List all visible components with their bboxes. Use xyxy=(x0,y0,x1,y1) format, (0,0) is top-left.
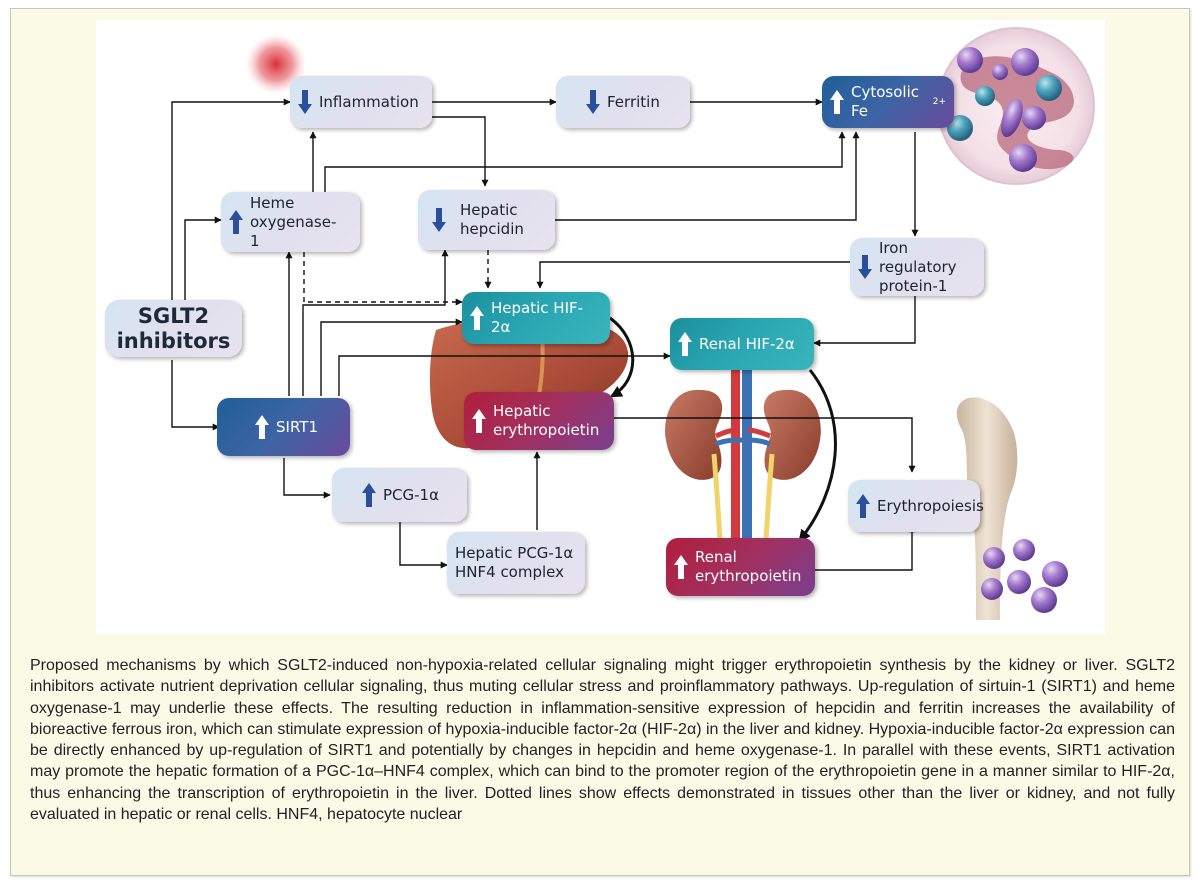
bone-illustration xyxy=(956,397,1068,620)
renal-hif-label: Renal HIF-2α xyxy=(699,334,795,353)
up-arrow-icon xyxy=(830,90,844,114)
sglt2-inhibitors-node: SGLT2 inhibitors xyxy=(105,300,242,357)
iron-cell-illustration xyxy=(937,27,1095,185)
ferritin-label: Ferritin xyxy=(607,92,660,111)
hepatic-erythropoietin-node: Hepatic erythropoietin xyxy=(464,392,614,450)
up-arrow-icon xyxy=(472,409,486,433)
hepatic-pcg-hnf4-complex-label: Hepatic PCG-1α HNF4 complex xyxy=(455,544,574,581)
inflammation-glow xyxy=(246,34,306,94)
pcg-node: PCG-1α xyxy=(332,468,467,522)
up-arrow-icon xyxy=(362,483,376,507)
hepatic-hepcidin-node: Hepatic hepcidin xyxy=(418,190,555,250)
erythropoiesis-node: Erythropoiesis xyxy=(848,480,984,532)
inflammation-label: Inflammation xyxy=(319,92,419,111)
hepatic-erythropoietin-label: Hepatic erythropoietin xyxy=(493,402,600,439)
up-arrow-icon xyxy=(255,415,269,439)
hepatic-hif-label: Hepatic HIF-2α xyxy=(491,299,584,336)
renal-erythropoietin-label: Renal erythropoietin xyxy=(695,548,802,585)
sirt1-node: SIRT1 xyxy=(217,398,350,456)
up-arrow-icon xyxy=(229,210,243,234)
ferritin-node: Ferritin xyxy=(556,76,690,128)
down-arrow-icon xyxy=(858,255,872,279)
down-arrow-icon xyxy=(432,208,446,232)
renal-hif-node: Renal HIF-2α xyxy=(670,318,814,370)
up-arrow-icon xyxy=(678,332,692,356)
down-arrow-icon xyxy=(298,90,312,114)
inflammation-node: Inflammation xyxy=(290,76,432,128)
hepatic-hepcidin-label: Hepatic hepcidin xyxy=(460,201,524,238)
hif-to-epo-curve-renal xyxy=(798,369,837,542)
heme-oxygenase-label: Heme oxygenase-1 xyxy=(250,193,337,250)
hepatic-hif-node: Hepatic HIF-2α xyxy=(462,292,610,344)
pcg-label: PCG-1α xyxy=(383,485,439,504)
cytosolic-fe-label: Cytosolic Fe xyxy=(851,83,919,120)
erythropoiesis-label: Erythropoiesis xyxy=(877,496,984,515)
up-arrow-icon xyxy=(856,494,870,518)
iron-regulatory-protein-node: Iron regulatory protein-1 xyxy=(850,238,984,296)
up-arrow-icon xyxy=(674,555,688,579)
up-arrow-icon xyxy=(470,306,484,330)
iron-regulatory-protein-label: Iron regulatory protein-1 xyxy=(879,238,957,295)
figure-caption: Proposed mechanisms by which SGLT2-induc… xyxy=(30,657,1175,824)
hepatic-pcg-hnf4-complex-node: Hepatic PCG-1α HNF4 complex xyxy=(447,532,585,594)
sirt1-label: SIRT1 xyxy=(276,417,318,436)
down-arrow-icon xyxy=(586,90,600,114)
kidneys-illustration xyxy=(665,370,821,541)
sglt2-inhibitors-label: SGLT2 inhibitors xyxy=(116,303,231,353)
connector-lines xyxy=(171,98,919,571)
heme-oxygenase-node: Heme oxygenase-1 xyxy=(221,192,360,252)
hif-to-epo-curve-hepatic xyxy=(609,316,635,398)
renal-erythropoietin-node: Renal erythropoietin xyxy=(666,538,815,596)
